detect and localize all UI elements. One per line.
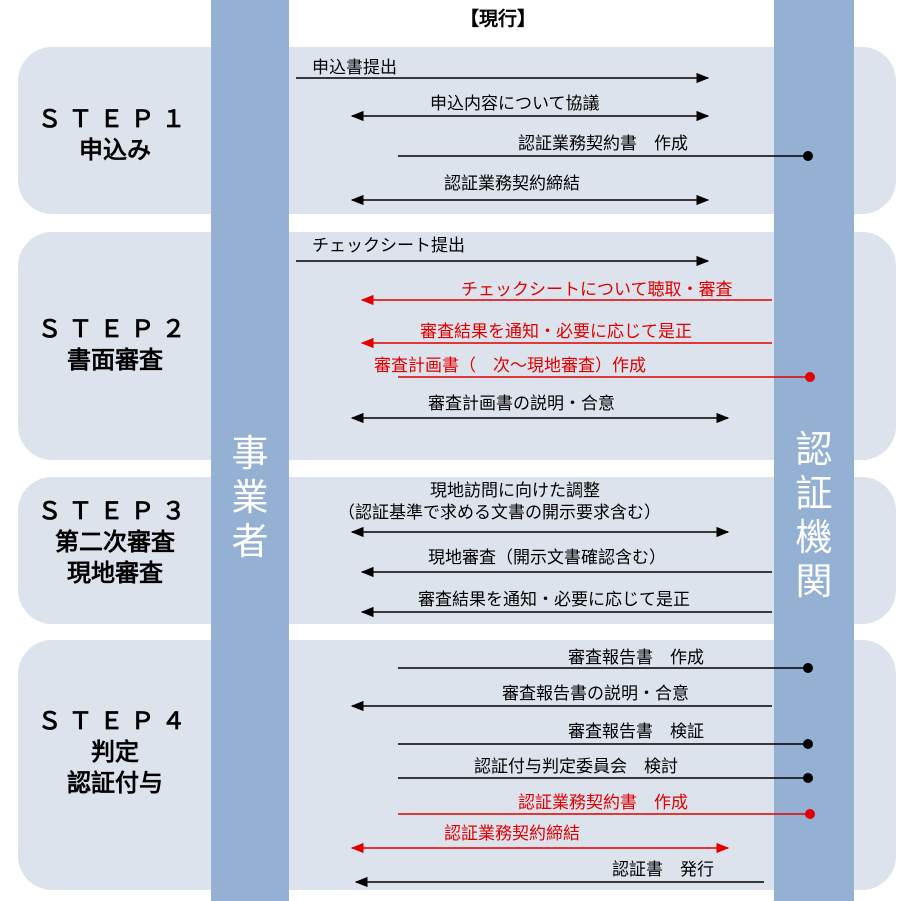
msg-audit-plan-draft: 審査計画書（ 次～現地審査）作成 <box>374 356 646 376</box>
msg-report-draft: 審査報告書 作成 <box>568 648 704 668</box>
applicant-label-char-0: 事 <box>231 432 269 475</box>
msg-committee-review: 認証付与判定委員会 検討 <box>474 757 678 777</box>
msg-contract-conclusion: 認証業務契約締結 <box>444 174 580 194</box>
step-3-head: ＳＴＥＰ３ <box>37 497 193 525</box>
step-4-line-1: 判定 <box>91 738 139 766</box>
arrow-7-origin-dot <box>805 372 815 382</box>
msg-contract-draft: 認証業務契約書 作成 <box>518 134 688 154</box>
arrow-2-origin-dot <box>803 151 813 161</box>
step-1-head: ＳＴＥＰ１ <box>37 105 193 133</box>
step-2-head: ＳＴＥＰ２ <box>37 315 193 343</box>
certifier-label-char-2: 機 <box>795 516 833 559</box>
arrow-15-origin-dot <box>803 773 813 783</box>
step-1-band <box>18 47 896 214</box>
msg-checksheet-review: チェックシートについて聴取・審査 <box>461 280 733 300</box>
msg-application-submit: 申込書提出 <box>312 58 397 78</box>
msg-audit-plan-agreement: 審査計画書の説明・合意 <box>428 394 615 414</box>
certifier-lifeline: 認証機関 <box>774 0 854 901</box>
msg-certificate-issue: 認証書 発行 <box>612 860 714 880</box>
msg-application-discussion: 申込内容について協議 <box>430 94 600 114</box>
msg-report-agreement: 審査報告書の説明・合意 <box>502 684 689 704</box>
msg-report-verification: 審査報告書 検証 <box>568 722 704 742</box>
applicant-label-char-2: 者 <box>231 520 269 563</box>
msg-contract-draft-2: 認証業務契約書 作成 <box>518 793 688 813</box>
arrow-12-origin-dot <box>803 663 813 673</box>
step-1-label: ＳＴＥＰ１ 申込み <box>22 104 208 166</box>
arrow-14-origin-dot <box>803 739 813 749</box>
msg-contract-conclusion-2: 認証業務契約締結 <box>444 824 580 844</box>
msg-audit-result-correction: 審査結果を通知・必要に応じて是正 <box>418 590 690 610</box>
certifier-label: 認証機関 <box>774 428 854 604</box>
certifier-label-char-1: 証 <box>795 472 833 515</box>
arrow-16-origin-dot <box>805 809 815 819</box>
step-3-band <box>18 477 896 624</box>
step-3-line-1: 第二次審査 <box>55 528 175 556</box>
step-1-line-1: 申込み <box>79 136 151 164</box>
certifier-label-char-0: 認 <box>795 428 833 471</box>
applicant-label: 事業者 <box>211 432 289 564</box>
msg-onsite-audit: 現地審査（開示文書確認含む） <box>428 548 666 568</box>
msg-document-disclosure: （認証基準で求める文書の開示要求含む） <box>338 503 661 523</box>
applicant-label-char-1: 業 <box>231 476 269 519</box>
msg-review-result-correction: 審査結果を通知・必要に応じて是正 <box>420 322 692 342</box>
step-2-line-1: 書面審査 <box>67 346 163 374</box>
step-4-line-2: 認証付与 <box>67 769 163 797</box>
step-4-head: ＳＴＥＰ４ <box>37 707 193 735</box>
certifier-label-char-3: 関 <box>795 560 833 603</box>
diagram-title: 【現行】 <box>460 8 537 30</box>
msg-visit-coordination: 現地訪問に向けた調整 <box>430 481 600 501</box>
step-2-label: ＳＴＥＰ２ 書面審査 <box>22 314 208 376</box>
step-3-line-2: 現地審査 <box>67 559 163 587</box>
applicant-lifeline: 事業者 <box>211 0 289 901</box>
step-4-label: ＳＴＥＰ４ 判定 認証付与 <box>22 706 208 799</box>
msg-checksheet-submit: チェックシート提出 <box>312 236 465 256</box>
step-3-label: ＳＴＥＰ３ 第二次審査 現地審査 <box>22 496 208 589</box>
